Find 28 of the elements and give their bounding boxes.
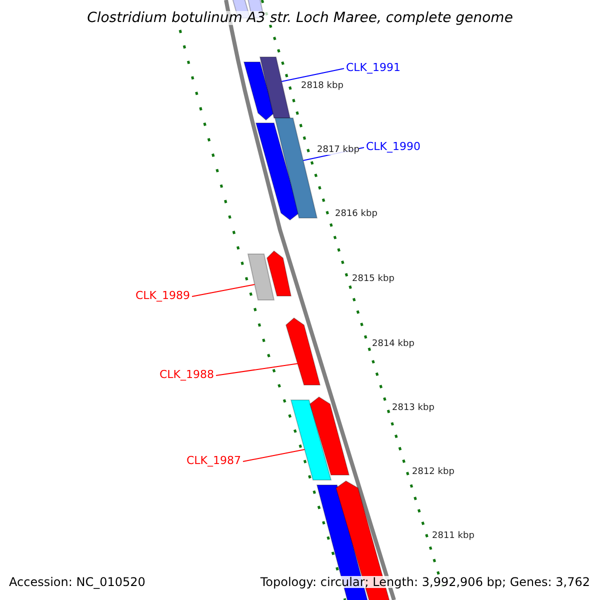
gene-block — [309, 396, 350, 476]
gene-block — [274, 118, 318, 218]
gene-label: CLK_1991 — [346, 62, 401, 73]
gene-block — [247, 254, 275, 300]
scale-label: 2811 kbp — [432, 532, 474, 541]
gene-block — [255, 122, 300, 221]
gene-block — [266, 250, 292, 296]
accession-text: Accession: NC_010520 — [9, 576, 146, 588]
leader-line — [216, 363, 299, 376]
gene-block — [290, 400, 332, 480]
gene-block — [285, 317, 321, 386]
gene-label: CLK_1988 — [159, 369, 214, 380]
scale-label: 2812 kbp — [412, 468, 454, 477]
leader-line — [281, 68, 344, 82]
scale-label: 2817 kbp — [317, 146, 360, 155]
leader-line — [242, 449, 306, 462]
scale-label: 2813 kbp — [392, 404, 434, 413]
genome-info-text: Topology: circular; Length: 3,992,906 bp; Genes: 3,762 — [260, 576, 590, 588]
scale-label: 2815 kbp — [352, 275, 394, 284]
leader-line — [192, 284, 256, 297]
scale-label: 2816 kbp — [335, 210, 378, 219]
gene-block — [259, 56, 291, 118]
scale-label: 2814 kbp — [372, 340, 414, 349]
gene-label: CLK_1989 — [135, 290, 190, 301]
scale-label: 2818 kbp — [301, 82, 344, 91]
gene-label: CLK_1987 — [186, 455, 241, 466]
gene-label: CLK_1990 — [366, 141, 421, 152]
gene-block — [243, 62, 275, 121]
